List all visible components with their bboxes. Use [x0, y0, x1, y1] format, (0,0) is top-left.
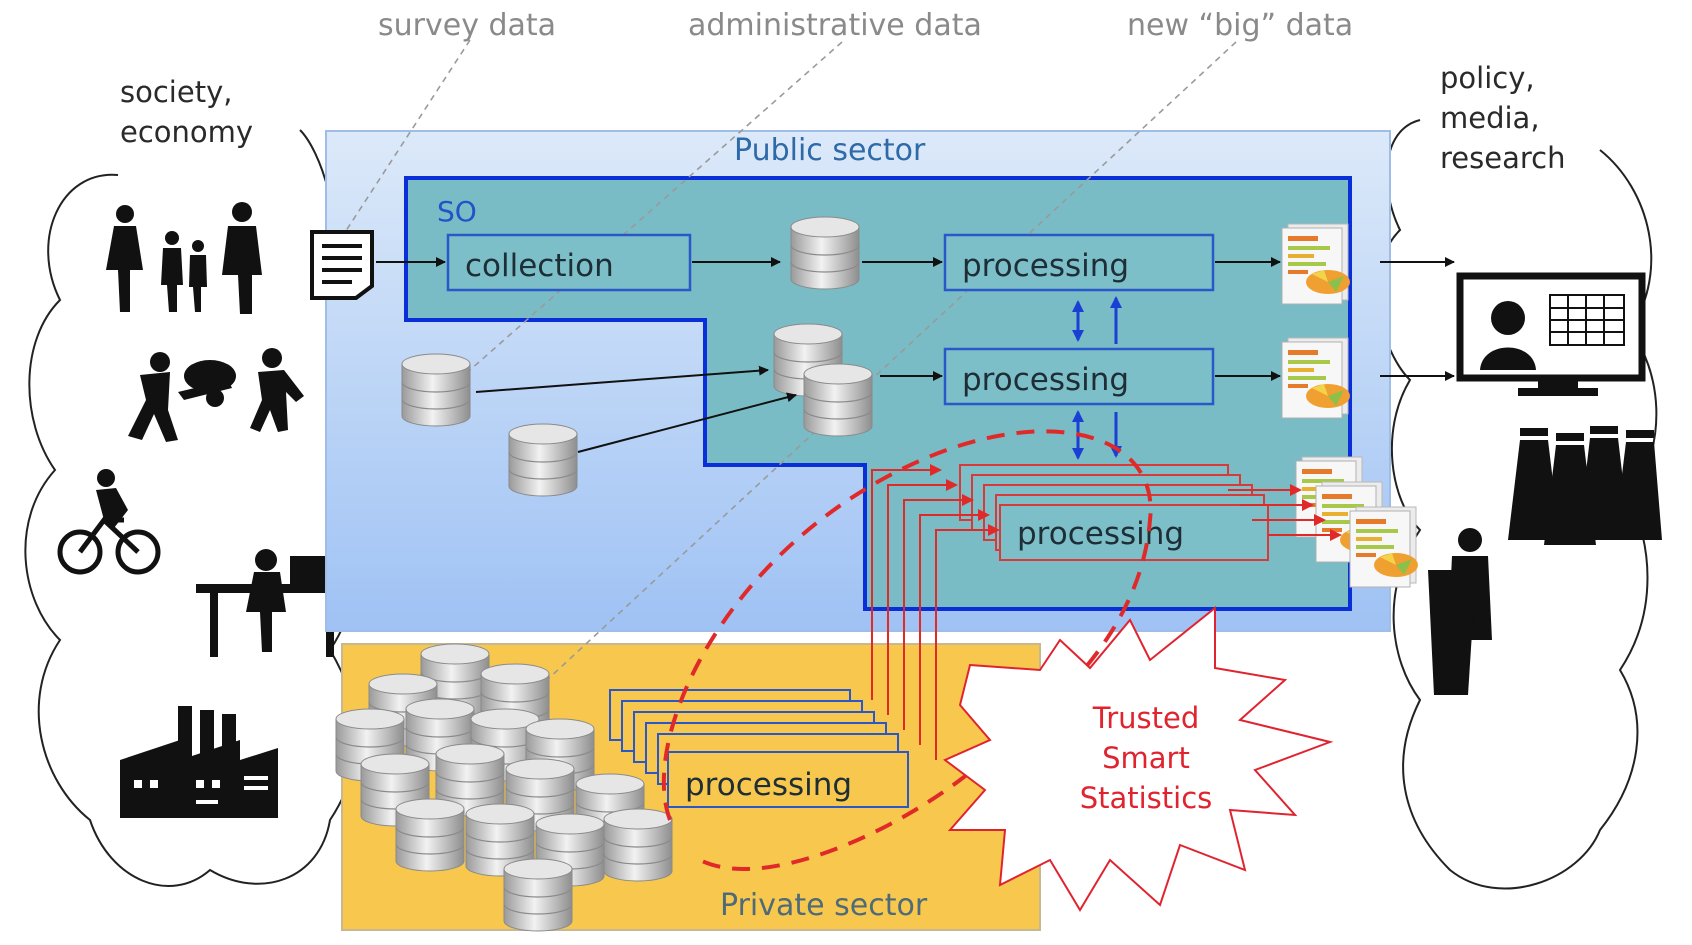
database-icon-admin-1 [401, 353, 471, 427]
svg-text:economy: economy [120, 115, 253, 149]
processing-label-3: processing [1017, 516, 1184, 552]
database-icon-admin-2 [508, 423, 578, 497]
graduates-icon [1508, 426, 1662, 545]
big-data-label: new “big” data [1127, 8, 1353, 43]
survey-source-line [339, 39, 471, 241]
report-icon-5 [1349, 506, 1419, 588]
svg-text:Trusted: Trusted [1092, 701, 1199, 735]
flow-arrows [376, 257, 1455, 453]
processing-label-4: processing [685, 767, 852, 803]
private-sector-label: Private sector [720, 888, 928, 923]
so-label: SO [437, 195, 477, 228]
database-icon-stack-2 [803, 363, 873, 437]
svg-text:Smart: Smart [1102, 741, 1190, 775]
administrative-data-label: administrative data [688, 8, 982, 43]
report-icon-1 [1281, 223, 1351, 305]
society-label-line2: economy [120, 115, 253, 149]
policy-label-line2: media, [1440, 101, 1540, 135]
processing-box-1 [943, 233, 1215, 292]
trusted-label-line2: Smart [1102, 741, 1190, 775]
collection-box [446, 233, 692, 292]
family-icon [106, 202, 262, 314]
svg-text:Statistics: Statistics [1080, 781, 1213, 815]
trusted-label-line3: Statistics [1080, 781, 1213, 815]
svg-text:media,: media, [1440, 101, 1540, 135]
report-icon-2 [1281, 337, 1351, 419]
processing-box-2 [943, 347, 1215, 406]
trusted-starburst [943, 605, 1334, 912]
svg-text:society,: society, [120, 75, 232, 109]
factory-icon [120, 706, 278, 818]
trusted-loop [661, 429, 1153, 871]
svg-text:policy,: policy, [1440, 61, 1535, 95]
policy-label-line3: research [1440, 141, 1565, 175]
red-connectors [871, 464, 1342, 760]
policy-label-line1: policy, [1440, 61, 1535, 95]
workers-icon [128, 348, 304, 442]
public-sector-label: Public sector [734, 133, 926, 168]
red-processing-stack [959, 464, 1269, 561]
processing-label-1: processing [962, 248, 1129, 284]
svg-text:research: research [1440, 141, 1565, 175]
bigdata-source-line [519, 41, 1237, 706]
collection-label: collection [465, 248, 614, 284]
survey-data-label: survey data [378, 8, 556, 43]
society-label-line1: society, [120, 75, 232, 109]
media-monitor-icon [1456, 272, 1646, 396]
speaker-podium-icon [1428, 528, 1492, 695]
admin-source-line [469, 41, 843, 371]
cyclist-icon [57, 469, 161, 575]
survey-document-icon [310, 230, 374, 300]
trusted-label-line1: Trusted [1092, 701, 1199, 735]
database-icon-so [790, 216, 860, 290]
processing-label-2: processing [962, 362, 1129, 398]
